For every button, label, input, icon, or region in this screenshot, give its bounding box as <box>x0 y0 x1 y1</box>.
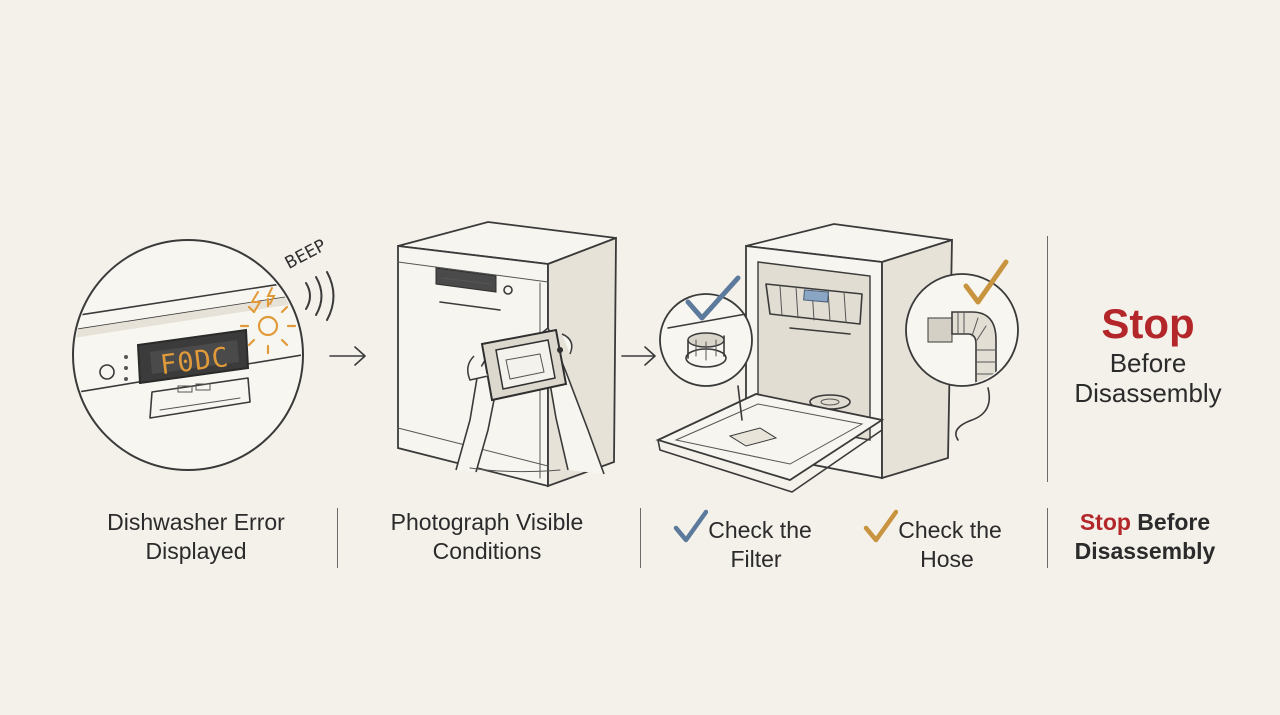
sound-waves-icon <box>305 271 335 321</box>
stop-note-line1: Before <box>1109 348 1187 378</box>
step-caption-hose: Check the Hose <box>852 508 1012 574</box>
filter-inset <box>659 293 753 421</box>
stop-word: Stop <box>1101 300 1195 347</box>
divider <box>337 508 338 568</box>
caption-line: Displayed <box>145 538 247 564</box>
caption-line: Filter <box>730 546 782 572</box>
stop-word: Stop <box>1079 509 1131 535</box>
step-caption-error: Dishwasher Error Displayed <box>80 508 312 566</box>
caption-line: Dishwasher Error <box>107 509 285 535</box>
caption-line: Disassembly <box>1074 538 1216 564</box>
divider <box>640 508 641 568</box>
alert-light-icon <box>239 297 297 355</box>
caption-line: Hose <box>920 546 974 572</box>
dishwasher-photo-illustration <box>397 221 617 488</box>
divider <box>1047 236 1048 482</box>
arrow-right-icon <box>329 346 366 366</box>
spark-icon <box>250 287 276 313</box>
error-display-magnifier: F0DC <box>72 239 304 471</box>
step-caption-stop: Stop Before Disassembly <box>1062 508 1228 566</box>
caption-line: Photograph Visible <box>390 509 584 535</box>
power-knob-icon <box>99 364 115 380</box>
stop-warning-note: Stop Before Disassembly <box>1058 300 1238 408</box>
camera-icon <box>480 328 568 402</box>
open-dishwasher-illustration <box>655 223 953 493</box>
caption-line: Check the <box>898 517 1002 543</box>
caption-line: Before <box>1130 509 1211 535</box>
beep-label: BEEP <box>282 236 330 274</box>
check-icon-hose <box>963 259 1009 305</box>
stop-note-line2: Disassembly <box>1074 378 1222 408</box>
caption-line: Conditions <box>432 538 542 564</box>
caption-line: Check the <box>708 517 812 543</box>
step-caption-photograph: Photograph Visible Conditions <box>364 508 610 566</box>
arrow-right-icon <box>621 346 656 366</box>
check-icon-filter <box>685 275 741 321</box>
step-caption-filter: Check the Filter <box>662 508 822 574</box>
check-icon <box>863 509 899 543</box>
divider <box>1047 508 1048 568</box>
check-icon <box>673 509 709 543</box>
hose-inset <box>905 273 1019 441</box>
